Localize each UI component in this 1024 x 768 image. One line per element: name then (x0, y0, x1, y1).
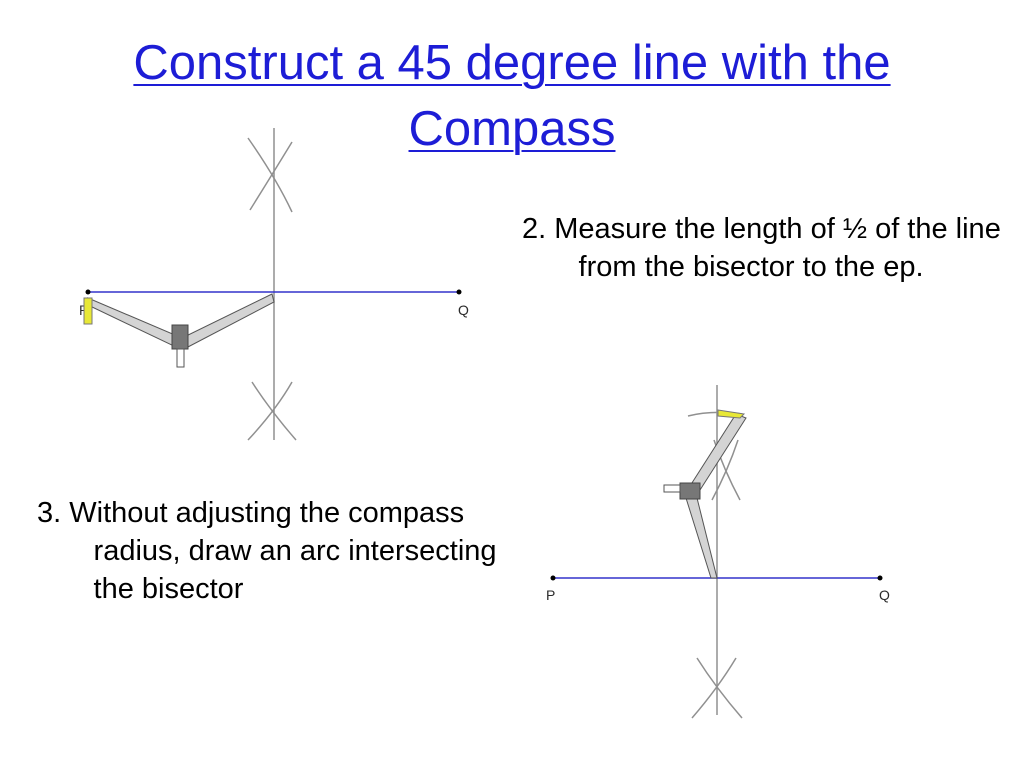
bottom-label-q: Q (879, 587, 890, 603)
top-point-q-dot (456, 289, 462, 295)
bottom-compass-icon (663, 409, 747, 579)
step-2-body: Measure the length of ½ of the line from… (554, 213, 1001, 283)
bottom-label-p: P (546, 587, 555, 603)
bottom-upper-arc-right (711, 439, 739, 501)
step-3-body: Without adjusting the compass radius, dr… (69, 497, 497, 605)
top-upper-arc-right (249, 141, 293, 211)
top-label-q: Q (458, 302, 469, 318)
bottom-diagram: P Q (546, 385, 890, 719)
top-point-p-dot (85, 289, 91, 295)
bottom-lower-arc-left (696, 657, 743, 719)
bottom-point-q-dot (877, 575, 883, 581)
top-lower-arc-left (251, 381, 297, 441)
bottom-lower-arc-right (691, 657, 737, 719)
top-compass-icon (83, 293, 275, 368)
top-lower-arc-right (247, 381, 293, 441)
step-2-number: 2. (522, 213, 547, 245)
top-diagram: P Q (79, 128, 469, 441)
step-3-number: 3. (37, 497, 62, 529)
slide-title: Construct a 45 degree line with the Comp… (133, 36, 891, 156)
bottom-point-p-dot (550, 575, 556, 581)
step-3-text: 3. Without adjusting the compass radius,… (37, 494, 507, 608)
top-upper-arc-left (247, 137, 293, 213)
step-2-text: 2. Measure the length of ½ of the line f… (522, 210, 1014, 286)
